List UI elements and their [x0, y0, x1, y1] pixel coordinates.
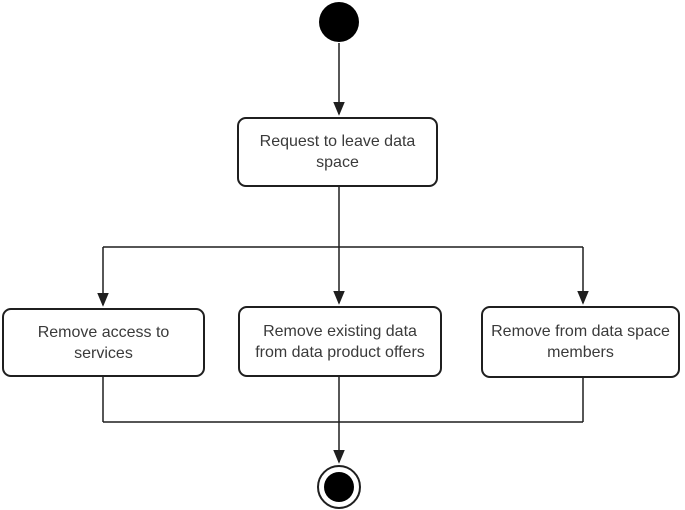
final-node	[317, 465, 361, 509]
activity-request-leave-data-space: Request to leave data space	[237, 117, 438, 187]
activity-remove-access-to-services: Remove access to services	[2, 308, 205, 377]
activity-label: Remove existing data from data product o…	[255, 322, 425, 361]
activity-label: Request to leave data space	[259, 133, 416, 171]
activity-label: Remove access to services	[37, 323, 170, 362]
activity-remove-existing-data-from-offers: Remove existing data from data product o…	[238, 306, 442, 377]
activity-label: Remove from data space members	[491, 323, 670, 361]
activity-remove-from-data-space-members: Remove from data space members	[481, 306, 680, 378]
final-node-core	[324, 472, 354, 502]
initial-node	[319, 2, 359, 42]
